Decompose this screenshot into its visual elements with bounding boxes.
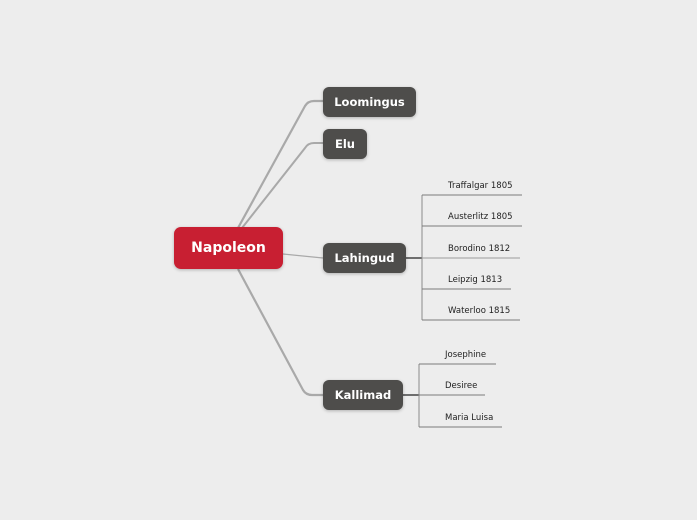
- leaf-node-leipzig[interactable]: Leipzig 1813: [448, 275, 503, 285]
- topic-node-lahingud[interactable]: Lahingud: [323, 243, 406, 273]
- topic-label: Lahingud: [334, 251, 395, 265]
- topic-node-elu[interactable]: Elu: [323, 129, 367, 159]
- leaf-node-desiree[interactable]: Desiree: [445, 381, 478, 391]
- leaf-node-waterloo[interactable]: Waterloo 1815: [448, 306, 511, 316]
- leaf-node-maria-luisa[interactable]: Maria Luisa: [445, 413, 494, 423]
- topic-node-loomingus[interactable]: Loomingus: [323, 87, 416, 117]
- leaf-node-traffalgar[interactable]: Traffalgar 1805: [448, 181, 513, 191]
- topic-label: Elu: [335, 137, 355, 151]
- topic-label: Kallimad: [334, 388, 392, 402]
- root-label: Napoleon: [191, 240, 266, 256]
- leaf-node-josephine[interactable]: Josephine: [445, 350, 487, 360]
- root-node-napoleon[interactable]: Napoleon: [174, 227, 283, 269]
- topic-node-kallimad[interactable]: Kallimad: [323, 380, 403, 410]
- topic-label: Loomingus: [334, 95, 405, 109]
- leaf-node-borodino[interactable]: Borodino 1812: [448, 244, 511, 254]
- leaf-node-austerlitz[interactable]: Austerlitz 1805: [448, 212, 513, 222]
